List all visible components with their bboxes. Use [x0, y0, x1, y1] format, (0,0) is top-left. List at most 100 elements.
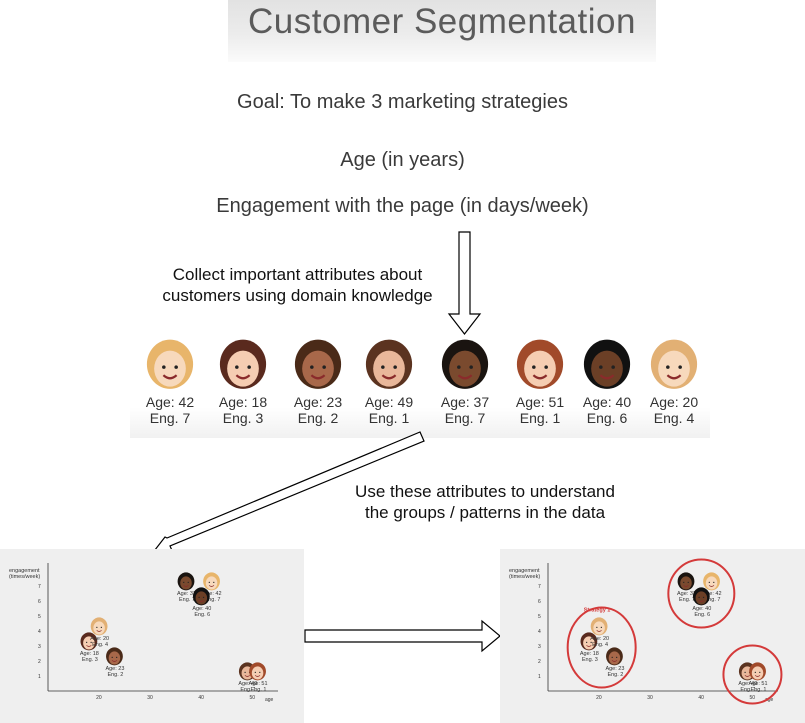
face-icon	[583, 339, 631, 389]
data-point-label: Age: 51	[749, 681, 768, 687]
data-point-label: Age: 49	[238, 681, 257, 687]
page-title: Customer Segmentation	[248, 2, 636, 41]
customer-avatar-icon	[146, 339, 194, 389]
y-axis-label: (times/week)	[509, 574, 540, 580]
customer-engagement: Eng. 2	[297, 410, 339, 426]
cluster-label: Strategy 1	[584, 608, 611, 614]
customer-avatar-icon	[219, 339, 267, 389]
data-point-label: Age: 18	[580, 651, 599, 657]
data-point-label: Eng. 2	[607, 672, 623, 678]
data-point-face-icon	[249, 662, 266, 681]
customer-age: Age: 42	[145, 394, 195, 410]
customer-age: Age: 40	[582, 394, 632, 410]
x-tick-label: 20	[596, 695, 602, 701]
x-axis-label: age	[265, 697, 274, 703]
data-point-label: Age: 23	[605, 666, 624, 672]
cluster-circle	[566, 606, 637, 689]
data-point-label: Eng. 1	[251, 687, 267, 693]
x-tick-label: 50	[749, 695, 755, 701]
data-point-label: Age: 42	[203, 591, 222, 597]
data-point-face-icon	[80, 632, 98, 651]
data-point-label: Eng. 3	[82, 657, 98, 663]
data-point-label: Age: 42	[703, 591, 722, 597]
data-point-label: Age: 37	[677, 591, 696, 597]
y-tick-label: 3	[38, 644, 41, 650]
attribute-age-text: Age (in years)	[340, 149, 465, 171]
title-banner: Customer Segmentation	[228, 0, 656, 62]
data-point-label: Eng. 7	[205, 597, 221, 603]
y-tick-label: 4	[38, 629, 41, 635]
data-point-label: Age: 37	[177, 591, 196, 597]
y-tick-label: 3	[538, 644, 541, 650]
y-tick-label: 7	[38, 584, 41, 590]
data-point-label: Eng. 6	[694, 612, 710, 618]
data-point-label: Age: 49	[738, 681, 757, 687]
data-point-face-icon	[606, 647, 623, 666]
data-point-label: Age: 40	[692, 606, 711, 612]
customer-avatar-icon	[365, 339, 413, 389]
y-axis-label: engagement	[509, 568, 540, 574]
x-axis-label: age	[765, 697, 774, 703]
data-point-label: Eng. 1	[240, 687, 256, 693]
customer-age: Age: 18	[218, 394, 268, 410]
y-tick-label: 6	[38, 599, 41, 605]
data-point-face-icon	[692, 587, 710, 606]
customer-engagement: Eng. 1	[519, 410, 561, 426]
data-point-label: Age: 23	[105, 666, 124, 672]
data-point-label: Eng. 3	[582, 657, 598, 663]
y-tick-label: 2	[38, 659, 41, 665]
customer-avatar-icon	[583, 339, 631, 389]
customer-age: Age: 37	[440, 394, 490, 410]
x-tick-label: 30	[647, 695, 653, 701]
data-point-label: Age: 20	[590, 636, 609, 642]
y-tick-label: 6	[538, 599, 541, 605]
customer-engagement: Eng. 4	[653, 410, 695, 426]
data-point-face-icon	[106, 647, 123, 666]
face-icon	[441, 339, 489, 389]
face-icon	[650, 339, 698, 389]
data-point-face-icon	[90, 617, 108, 636]
data-point-face-icon	[580, 632, 598, 651]
data-point-label: Age: 51	[249, 681, 268, 687]
y-tick-label: 7	[538, 584, 541, 590]
customer-avatar-icon	[294, 339, 342, 389]
data-point-label: Eng. 7	[705, 597, 721, 603]
y-axis-label: (times/week)	[9, 574, 40, 580]
y-tick-label: 5	[538, 614, 541, 620]
data-point-label: Eng. 7	[679, 597, 695, 603]
x-tick-label: 40	[198, 695, 204, 701]
customer-engagement: Eng. 6	[586, 410, 628, 426]
data-point-label: Eng. 1	[751, 687, 767, 693]
use-caption: Use these attributes to understand the g…	[330, 481, 640, 523]
x-tick-label: 20	[96, 695, 102, 701]
face-icon	[365, 339, 413, 389]
x-tick-label: 50	[249, 695, 255, 701]
data-point-label: Eng. 4	[92, 642, 108, 648]
data-point-label: Eng. 2	[107, 672, 123, 678]
data-point-face-icon	[703, 572, 720, 591]
data-point-label: Eng. 7	[179, 597, 195, 603]
attribute-engagement-text: Engagement with the page (in days/week)	[216, 195, 589, 217]
customer-avatar-icon	[650, 339, 698, 389]
data-point-label: Age: 40	[192, 606, 211, 612]
face-icon	[219, 339, 267, 389]
customer-age: Age: 23	[293, 394, 343, 410]
customer-age: Age: 20	[649, 394, 699, 410]
data-point-face-icon	[192, 587, 210, 606]
cluster-circle	[722, 644, 783, 705]
customer-avatar-icon	[516, 339, 564, 389]
customer-engagement: Eng. 7	[444, 410, 486, 426]
customer-avatar-icon	[441, 339, 489, 389]
face-icon	[294, 339, 342, 389]
collect-caption-line-2: customers using domain knowledge	[162, 286, 433, 305]
x-tick-label: 40	[698, 695, 704, 701]
